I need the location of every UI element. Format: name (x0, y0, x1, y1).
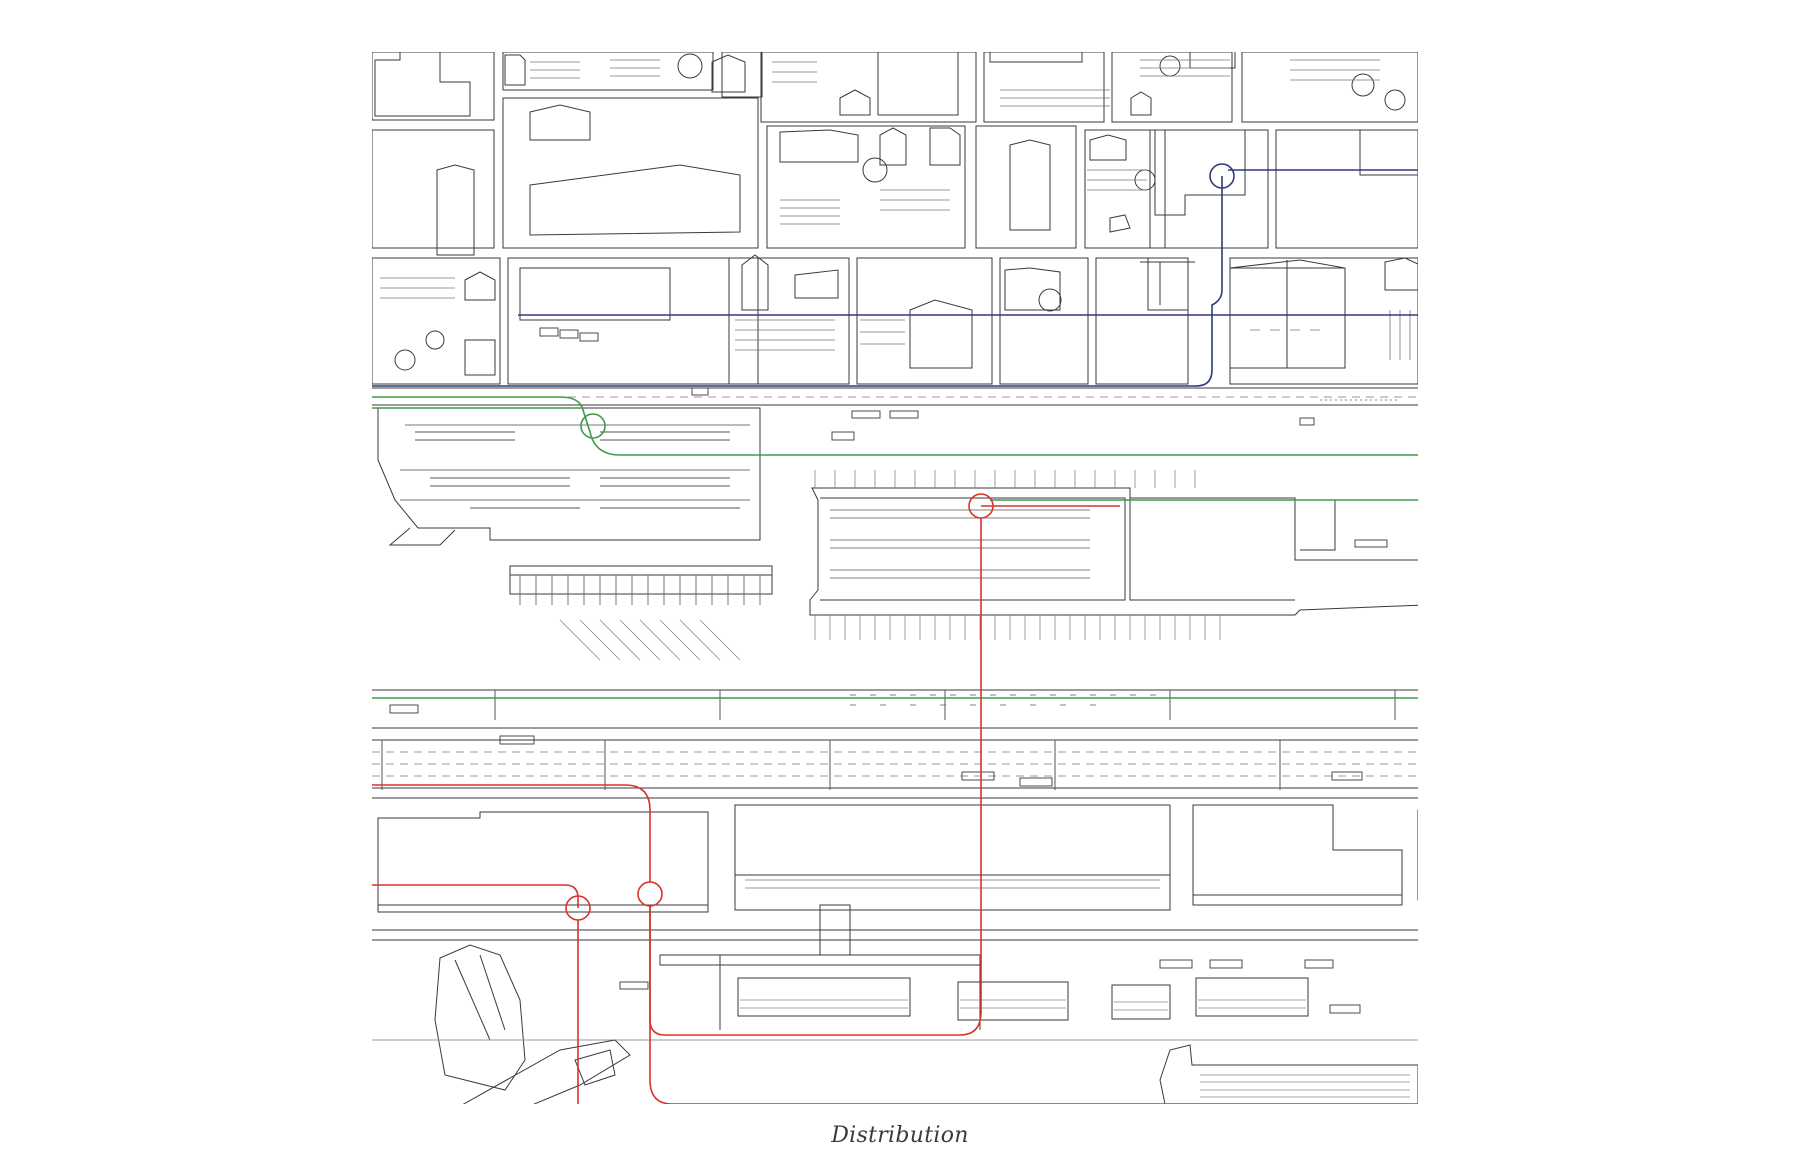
distribution-centre-building (809, 470, 1418, 640)
container-ships (462, 1039, 1418, 1104)
red-route-node-warehouse (637, 881, 663, 907)
port-warehouses (372, 804, 1418, 941)
green-distribution-route (372, 396, 1418, 699)
top-residential-blocks (372, 52, 1418, 385)
green-route-node (580, 413, 606, 439)
trucks (389, 327, 1388, 1014)
blue-route-node (1209, 163, 1235, 189)
drawing-caption: Distribution (831, 1123, 969, 1148)
red-route-node-distribution-centre (968, 493, 994, 519)
red-distribution-route (372, 493, 1418, 1104)
pier-and-cranes (372, 904, 1418, 1091)
blue-distribution-route (372, 163, 1418, 387)
red-route-node-port (565, 895, 591, 921)
truck-parking-complex (377, 407, 773, 661)
